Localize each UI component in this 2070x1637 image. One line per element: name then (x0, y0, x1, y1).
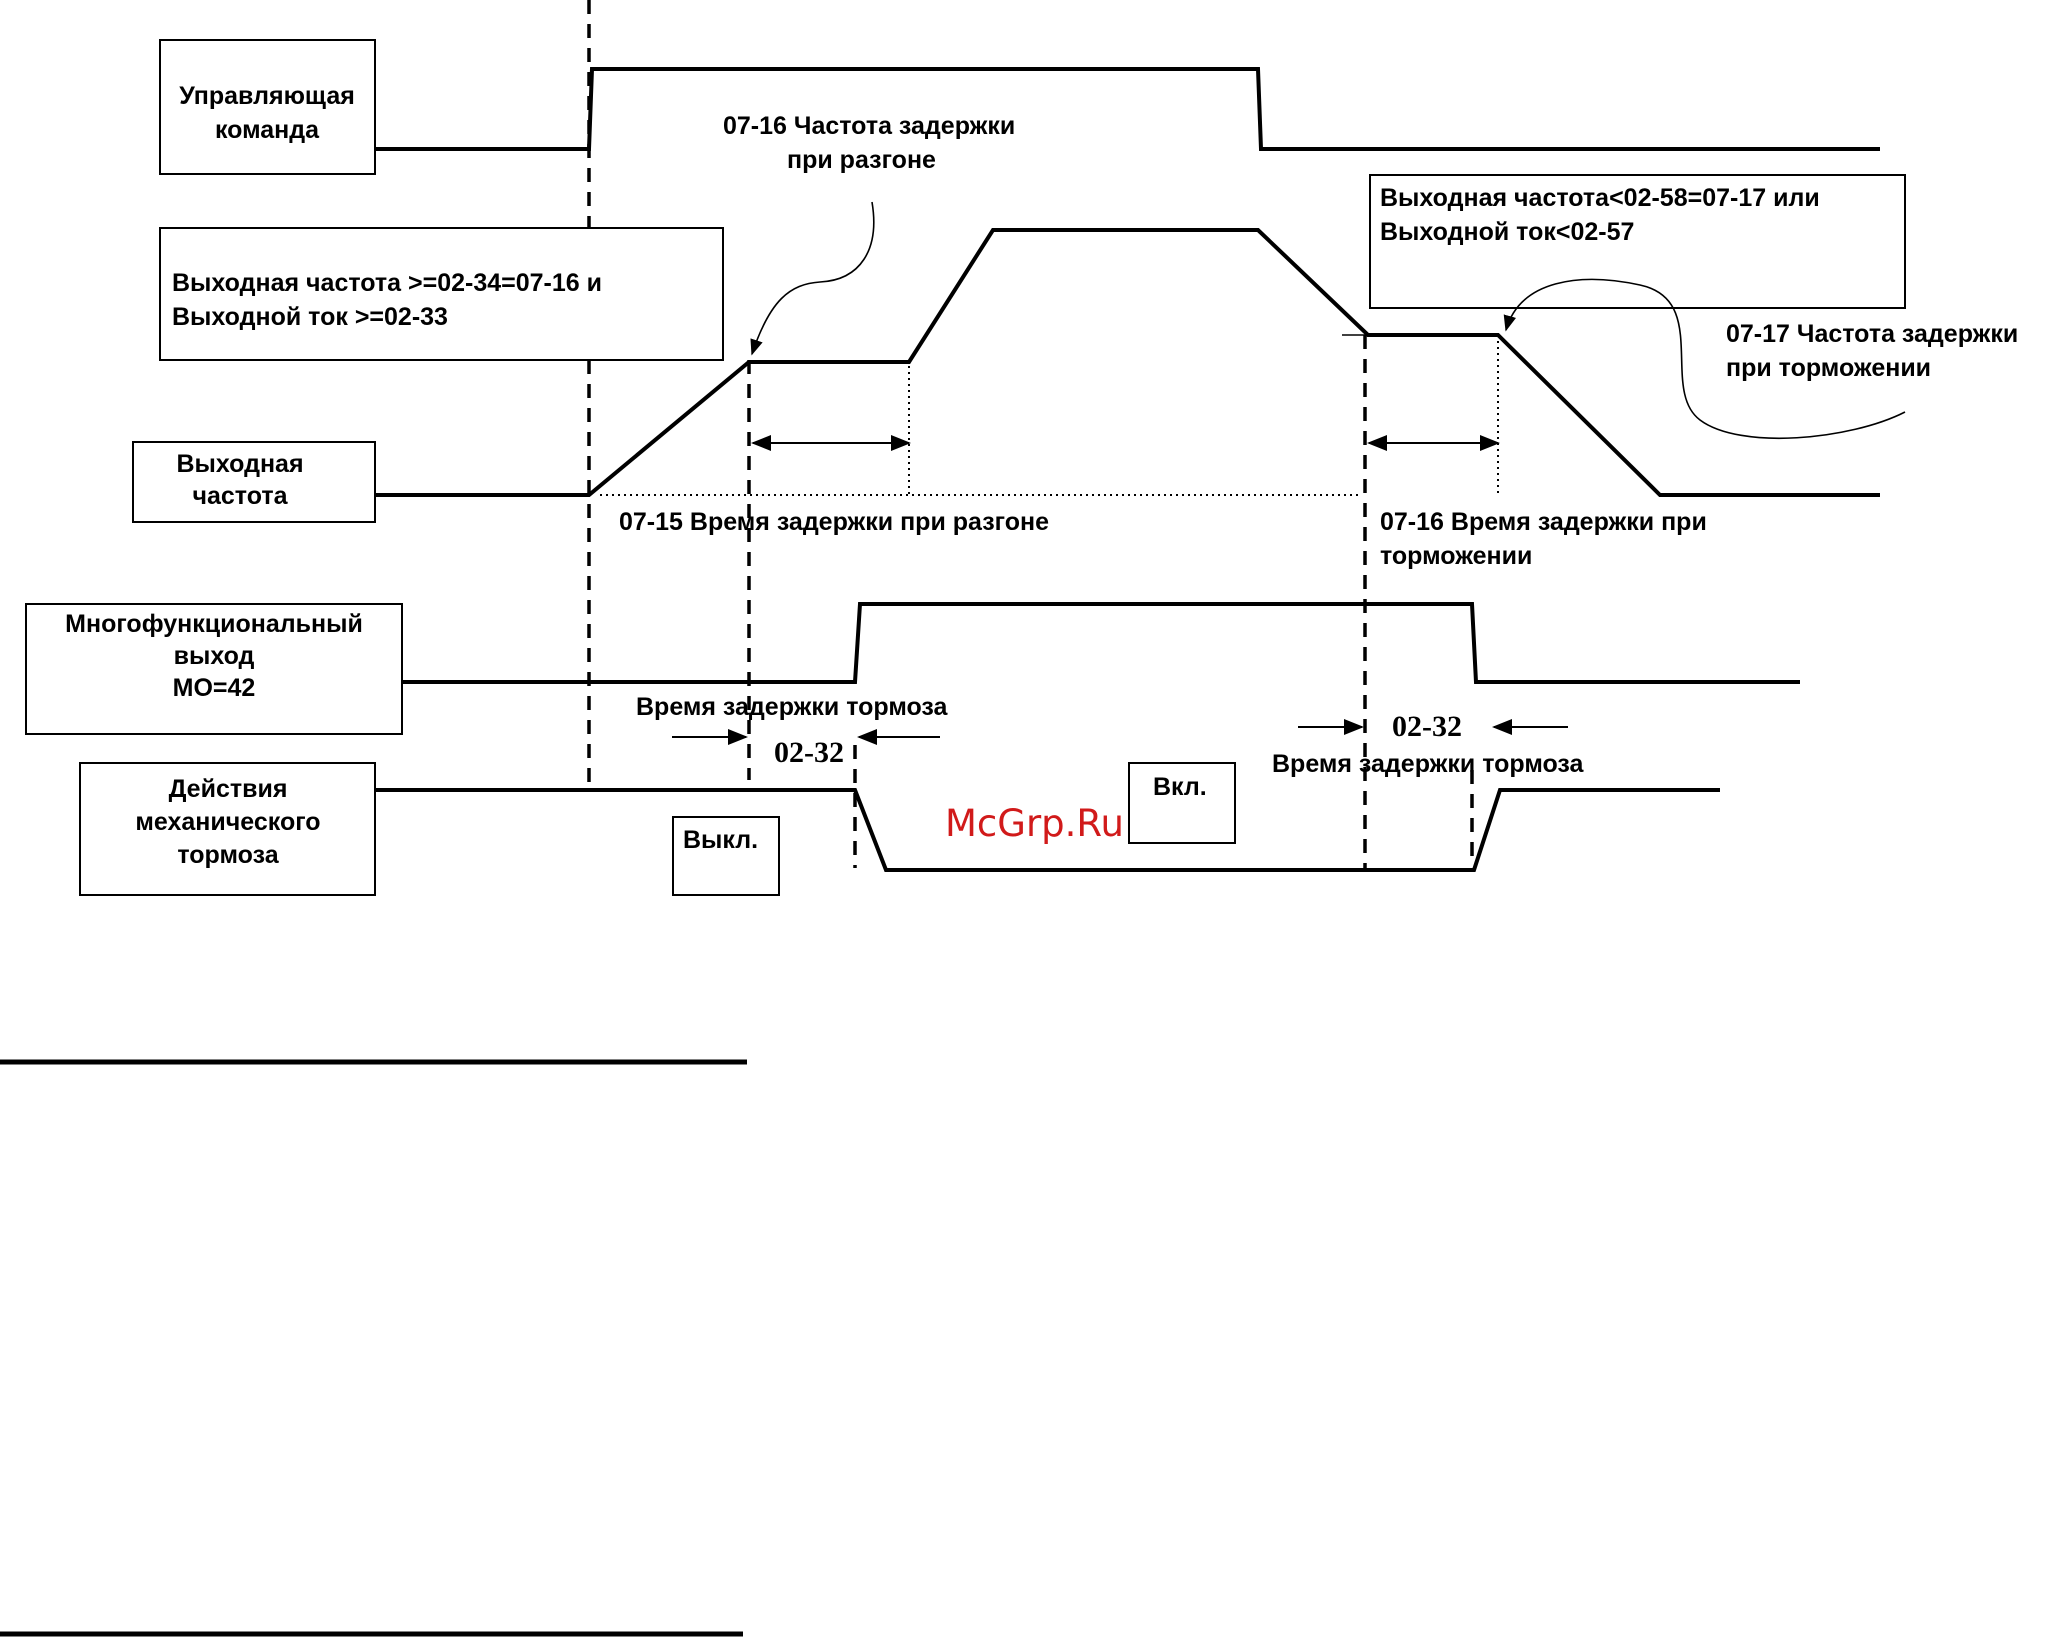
svg-text:Выходная частота >=02-34=07-16: Выходная частота >=02-34=07-16 и (172, 269, 602, 297)
svg-text:07-16 Частота задержки: 07-16 Частота задержки (723, 112, 1015, 140)
accel-delay-time-annotation: 07-15 Время задержки при разгоне (619, 435, 1049, 536)
decel-delay-frequency-annotation: 07-17 Частота задержки при торможении (1503, 278, 2018, 440)
accel-delay-frequency-annotation: 07-16 Частота задержки при разгоне (723, 112, 1015, 356)
accel-condition-callout: Выходная частота >=02-34=07-16 и Выходно… (159, 227, 724, 361)
svg-text:Многофункциональный: Многофункциональный (65, 610, 363, 638)
brake-delay-left-annotation: Время задержки тормоза 02-32 (636, 693, 949, 769)
svg-text:Выходная: Выходная (176, 450, 303, 478)
svg-text:02-32: 02-32 (1392, 710, 1462, 743)
label-multifunction-output: Многофункциональный выход МО=42 (25, 603, 403, 735)
decel-condition-callout: Выходная частота<02-58=07-17 или Выходно… (1369, 174, 1906, 309)
brake-delay-right-annotation: 02-32 Время задержки тормоза (1272, 710, 1585, 778)
svg-text:Управляющая: Управляющая (179, 82, 355, 110)
svg-text:команда: команда (215, 116, 320, 144)
svg-text:Время задержки тормоза: Время задержки тормоза (1272, 750, 1585, 778)
svg-text:Выходная частота<02-58=07-17 и: Выходная частота<02-58=07-17 или (1380, 184, 1820, 212)
brake-on-tag: Вкл. (1128, 762, 1236, 844)
svg-text:при торможении: при торможении (1726, 354, 1931, 382)
output-frequency-signal (375, 228, 1880, 497)
mechanical-brake-signal (375, 788, 1720, 872)
label-output-frequency: Выходная частота (132, 441, 376, 523)
svg-text:частота: частота (192, 482, 288, 510)
svg-text:торможении: торможении (1380, 542, 1532, 570)
svg-text:07-15 Время задержки при разго: 07-15 Время задержки при разгоне (619, 508, 1049, 536)
svg-text:07-17 Частота задержки: 07-17 Частота задержки (1726, 320, 2018, 348)
svg-text:Время задержки тормоза: Время задержки тормоза (636, 693, 949, 721)
label-control-command: Управляющая команда (159, 39, 376, 175)
svg-text:Выкл.: Выкл. (683, 826, 758, 854)
decel-delay-time-annotation: 07-16 Время задержки при торможении (1367, 435, 1707, 570)
svg-text:при разгоне: при разгоне (787, 146, 936, 174)
svg-text:Действия: Действия (169, 775, 288, 803)
label-mechanical-brake: Действия механического тормоза (79, 762, 376, 896)
svg-text:Выходной ток<02-57: Выходной ток<02-57 (1380, 218, 1634, 246)
svg-text:механического: механического (135, 808, 320, 836)
brake-off-tag: Выкл. (672, 816, 780, 896)
watermark: McGrp.Ru (945, 802, 1124, 845)
control-command-signal (375, 67, 1880, 151)
svg-text:02-32: 02-32 (774, 736, 844, 769)
multifunction-output-signal (400, 602, 1800, 684)
svg-text:Вкл.: Вкл. (1153, 773, 1207, 801)
svg-text:07-16 Время задержки при: 07-16 Время задержки при (1380, 508, 1707, 536)
svg-text:тормоза: тормоза (177, 841, 279, 869)
svg-text:Выходной ток >=02-33: Выходной ток >=02-33 (172, 303, 448, 331)
svg-text:МО=42: МО=42 (173, 674, 256, 702)
svg-text:выход: выход (174, 642, 255, 670)
signal-traces (375, 67, 1880, 872)
